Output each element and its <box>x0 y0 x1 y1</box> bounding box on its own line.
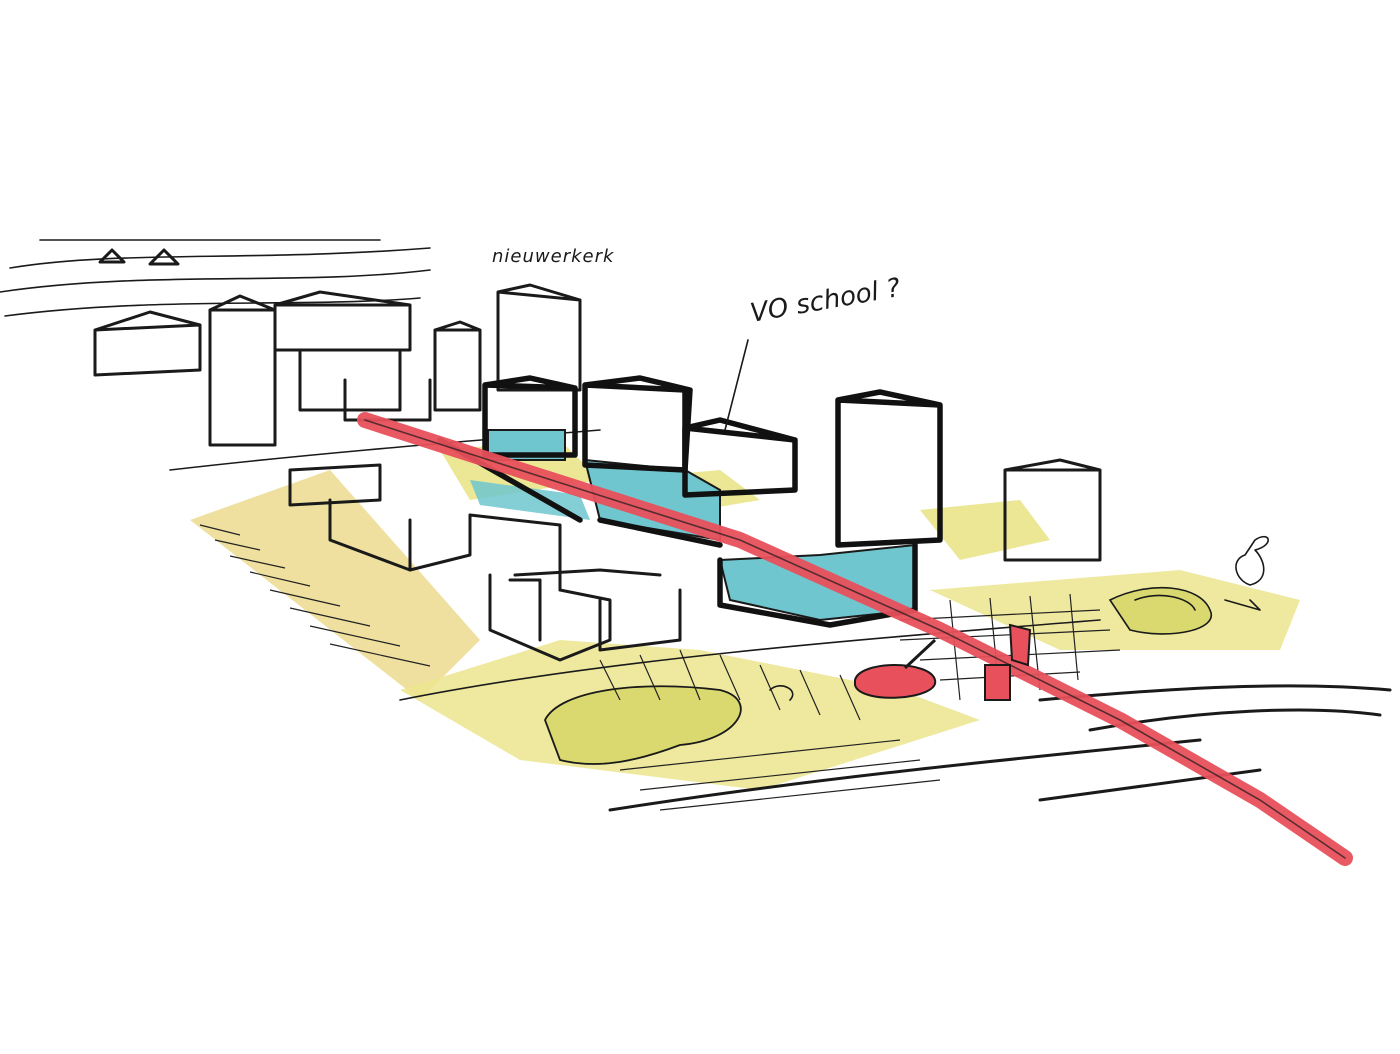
top-scribble-label: nieuwerkerk <box>492 246 615 267</box>
red-column <box>1010 625 1030 665</box>
red-stair-block <box>985 665 1010 700</box>
yellow-ground-left <box>190 470 480 700</box>
leader-line <box>725 340 748 430</box>
school-note-label: VO school ? <box>748 273 903 329</box>
red-pavilion-disc <box>855 665 935 698</box>
